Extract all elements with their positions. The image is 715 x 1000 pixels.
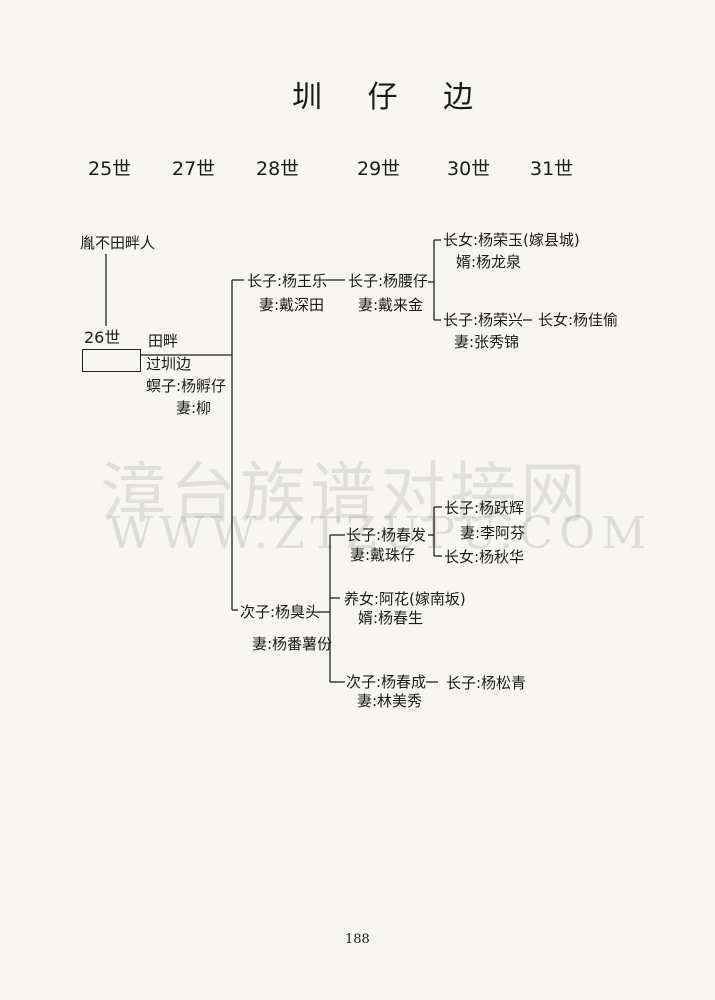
son1-wife: 妻:戴深田 [259, 296, 325, 314]
origin-text: 胤不田畔人 [80, 234, 156, 252]
generation-label-31: 31世 [530, 158, 574, 180]
root-origin-place: 田畔 [148, 332, 179, 350]
generation-label-25: 25世 [88, 158, 132, 180]
grandson-b-wife: 妻:李阿芬 [460, 524, 526, 542]
grandson-b-name: 长子:杨跃辉 [444, 499, 525, 517]
root-move-place: 过圳边 [146, 355, 192, 373]
generation-label-28: 28世 [256, 158, 300, 180]
grandson-name: 长子:杨荣兴 [443, 311, 524, 329]
son2-wife: 妻:杨番薯份 [252, 635, 333, 653]
watermark-title: 漳台族谱对接网 [100, 455, 590, 532]
watermark-url: WWW.ZTZUPU.COM [108, 508, 653, 559]
son2-son2-wife: 妻:林美秀 [357, 692, 423, 710]
generation-label-30: 30世 [447, 158, 491, 180]
daughter-husband: 婿:杨龙泉 [456, 253, 522, 271]
generation-26-label: 26世 [84, 328, 121, 347]
adopted-daughter-husband: 婿:杨春生 [358, 609, 424, 627]
root-wife: 妻:柳 [176, 399, 212, 417]
page-number: 188 [345, 932, 370, 947]
son2-son1-name: 长子:杨春发 [346, 526, 427, 544]
generation-label-27: 27世 [172, 158, 216, 180]
great-granddaughter: 长女:杨佳偷 [538, 311, 619, 329]
root-name: 螟子:杨孵仔 [146, 377, 227, 395]
adopted-daughter-name: 养女:阿花(嫁南坂) [344, 590, 466, 608]
son2-son2-name: 次子:杨春成 [346, 673, 427, 691]
granddaughter-b: 长女:杨秋华 [444, 548, 525, 566]
generation-label-29: 29世 [357, 158, 401, 180]
son2-son2-son: 长子:杨松青 [446, 674, 527, 692]
son2-son1-wife: 妻:戴珠仔 [350, 546, 416, 564]
son2-name: 次子:杨臭头 [240, 603, 321, 621]
son1-name: 长子:杨王乐 [247, 272, 328, 290]
generation-26-box [82, 349, 141, 372]
son1-son-wife: 妻:戴来金 [358, 296, 424, 314]
daughter-name: 长女:杨荣玉(嫁县城) [443, 231, 580, 249]
grandson-wife: 妻:张秀锦 [454, 333, 520, 351]
son1-son-name: 长子:杨腰仔 [348, 272, 429, 290]
page-title: 圳 仔 边 [292, 80, 492, 115]
